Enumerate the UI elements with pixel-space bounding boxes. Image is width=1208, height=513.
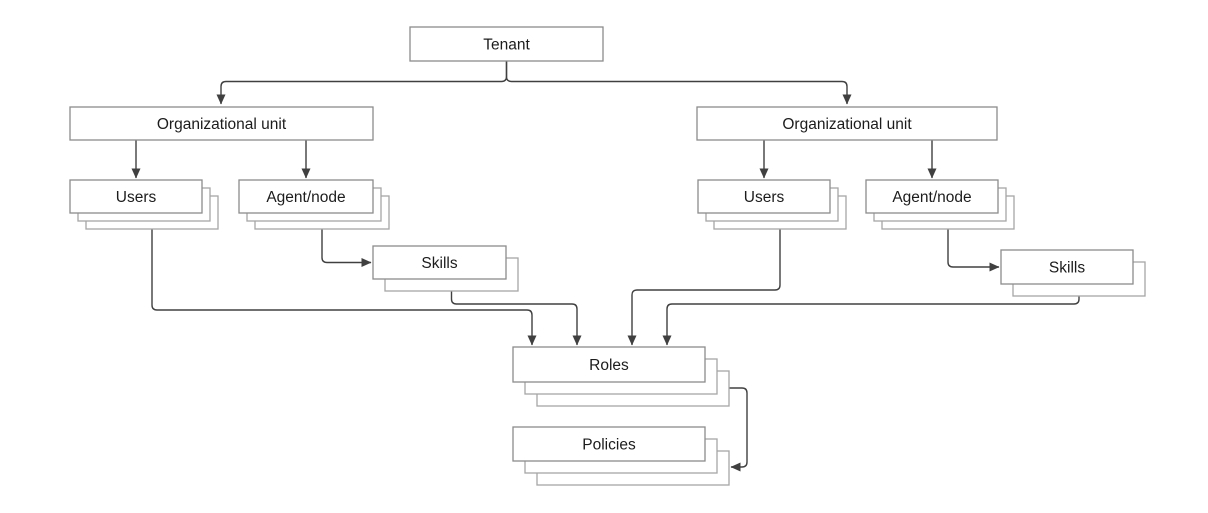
edge-users-left-roles xyxy=(151,229,537,346)
node-users-right: Users xyxy=(697,179,847,230)
edge-users-right-roles xyxy=(627,229,781,346)
edge-tenant-org-unit-right xyxy=(505,61,852,105)
node-skills-right: Skills xyxy=(1000,249,1146,297)
node-skills-left: Skills xyxy=(372,245,519,292)
tenant-box xyxy=(409,26,604,62)
edge-skills-right-roles xyxy=(662,296,1080,346)
agent-left-box xyxy=(238,179,374,214)
roles-box xyxy=(512,346,706,383)
node-agent-right: Agent/node xyxy=(865,179,1015,230)
node-agent-left-label: Agent/node xyxy=(266,189,345,206)
agent-right-box xyxy=(865,179,999,214)
skills-left-box xyxy=(372,245,507,280)
node-tenant-label: Tenant xyxy=(483,37,530,54)
policies-box xyxy=(512,426,706,462)
node-roles: Roles xyxy=(512,346,730,407)
node-tenant: Tenant xyxy=(409,26,604,62)
node-users-right-label: Users xyxy=(744,189,785,206)
node-roles-label: Roles xyxy=(589,357,629,374)
skills-right-box xyxy=(1000,249,1134,285)
node-org-unit-right-label: Organizational unit xyxy=(782,116,912,133)
org-unit-left-box xyxy=(69,106,374,141)
edge-roles-policies xyxy=(729,387,748,472)
node-users-left: Users xyxy=(69,179,219,230)
node-agent-right-label: Agent/node xyxy=(892,189,971,206)
node-users-left-label: Users xyxy=(116,189,157,206)
node-skills-right-label: Skills xyxy=(1049,260,1085,277)
node-org-unit-right: Organizational unit xyxy=(696,106,998,141)
users-right-box xyxy=(697,179,831,214)
node-policies: Policies xyxy=(512,426,730,486)
edge-tenant-org-unit-left xyxy=(216,61,508,105)
edge-agent-left-skills-left xyxy=(321,229,372,267)
node-policies-label: Policies xyxy=(582,437,636,454)
edge-agent-right-skills-right xyxy=(947,229,1000,272)
edges xyxy=(131,61,1080,472)
users-left-box xyxy=(69,179,203,214)
node-skills-left-label: Skills xyxy=(421,255,457,272)
node-org-unit-left: Organizational unit xyxy=(69,106,374,141)
node-agent-left: Agent/node xyxy=(238,179,390,230)
edge-skills-left-roles xyxy=(450,291,582,346)
node-org-unit-left-label: Organizational unit xyxy=(157,116,287,133)
org-unit-right-box xyxy=(696,106,998,141)
